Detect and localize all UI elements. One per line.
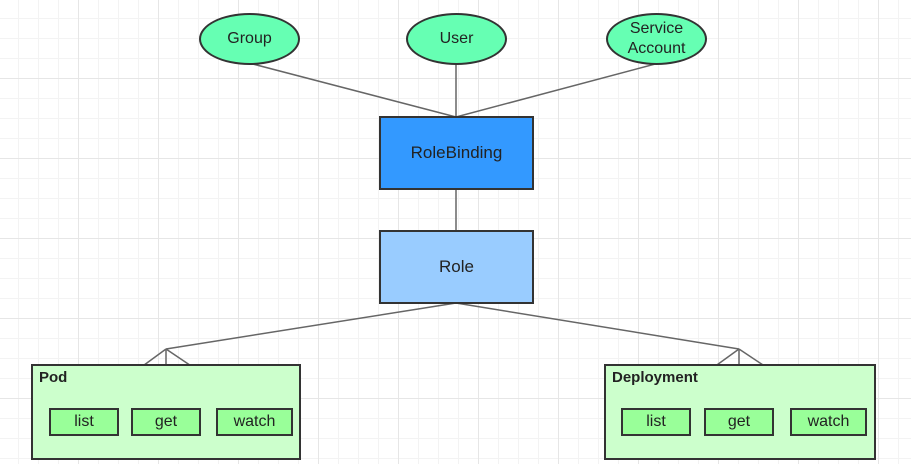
verb-label: get <box>727 413 751 430</box>
pod-verb-get[interactable]: get <box>131 408 201 436</box>
edge-group-binding <box>248 62 457 118</box>
pod-verb-watch[interactable]: watch <box>216 408 293 436</box>
verb-label: list <box>74 413 94 430</box>
group-subject-node[interactable]: Group <box>199 13 300 65</box>
verb-label: watch <box>807 413 850 430</box>
service-account-label: Service Account <box>627 20 686 57</box>
verb-label: watch <box>233 413 276 430</box>
deployment-verb-get[interactable]: get <box>704 408 774 436</box>
deployment-verb-list[interactable]: list <box>621 408 691 436</box>
edge-role-deployment <box>455 302 740 350</box>
pod-verb-list[interactable]: list <box>49 408 119 436</box>
edge-role-pod <box>165 302 457 350</box>
deployment-title: Deployment <box>612 369 698 386</box>
verb-label: list <box>646 413 666 430</box>
rolebinding-node[interactable]: RoleBinding <box>379 116 534 190</box>
rolebinding-label: RoleBinding <box>410 143 503 162</box>
user-label: User <box>439 30 474 47</box>
user-subject-node[interactable]: User <box>406 13 507 65</box>
deployment-verb-watch[interactable]: watch <box>790 408 867 436</box>
role-node[interactable]: Role <box>379 230 534 304</box>
edge-serviceaccount-binding <box>455 62 660 118</box>
service-account-subject-node[interactable]: Service Account <box>606 13 707 65</box>
pod-title: Pod <box>39 369 68 386</box>
group-label: Group <box>227 30 272 47</box>
role-label: Role <box>439 257 474 276</box>
verb-label: get <box>154 413 178 430</box>
